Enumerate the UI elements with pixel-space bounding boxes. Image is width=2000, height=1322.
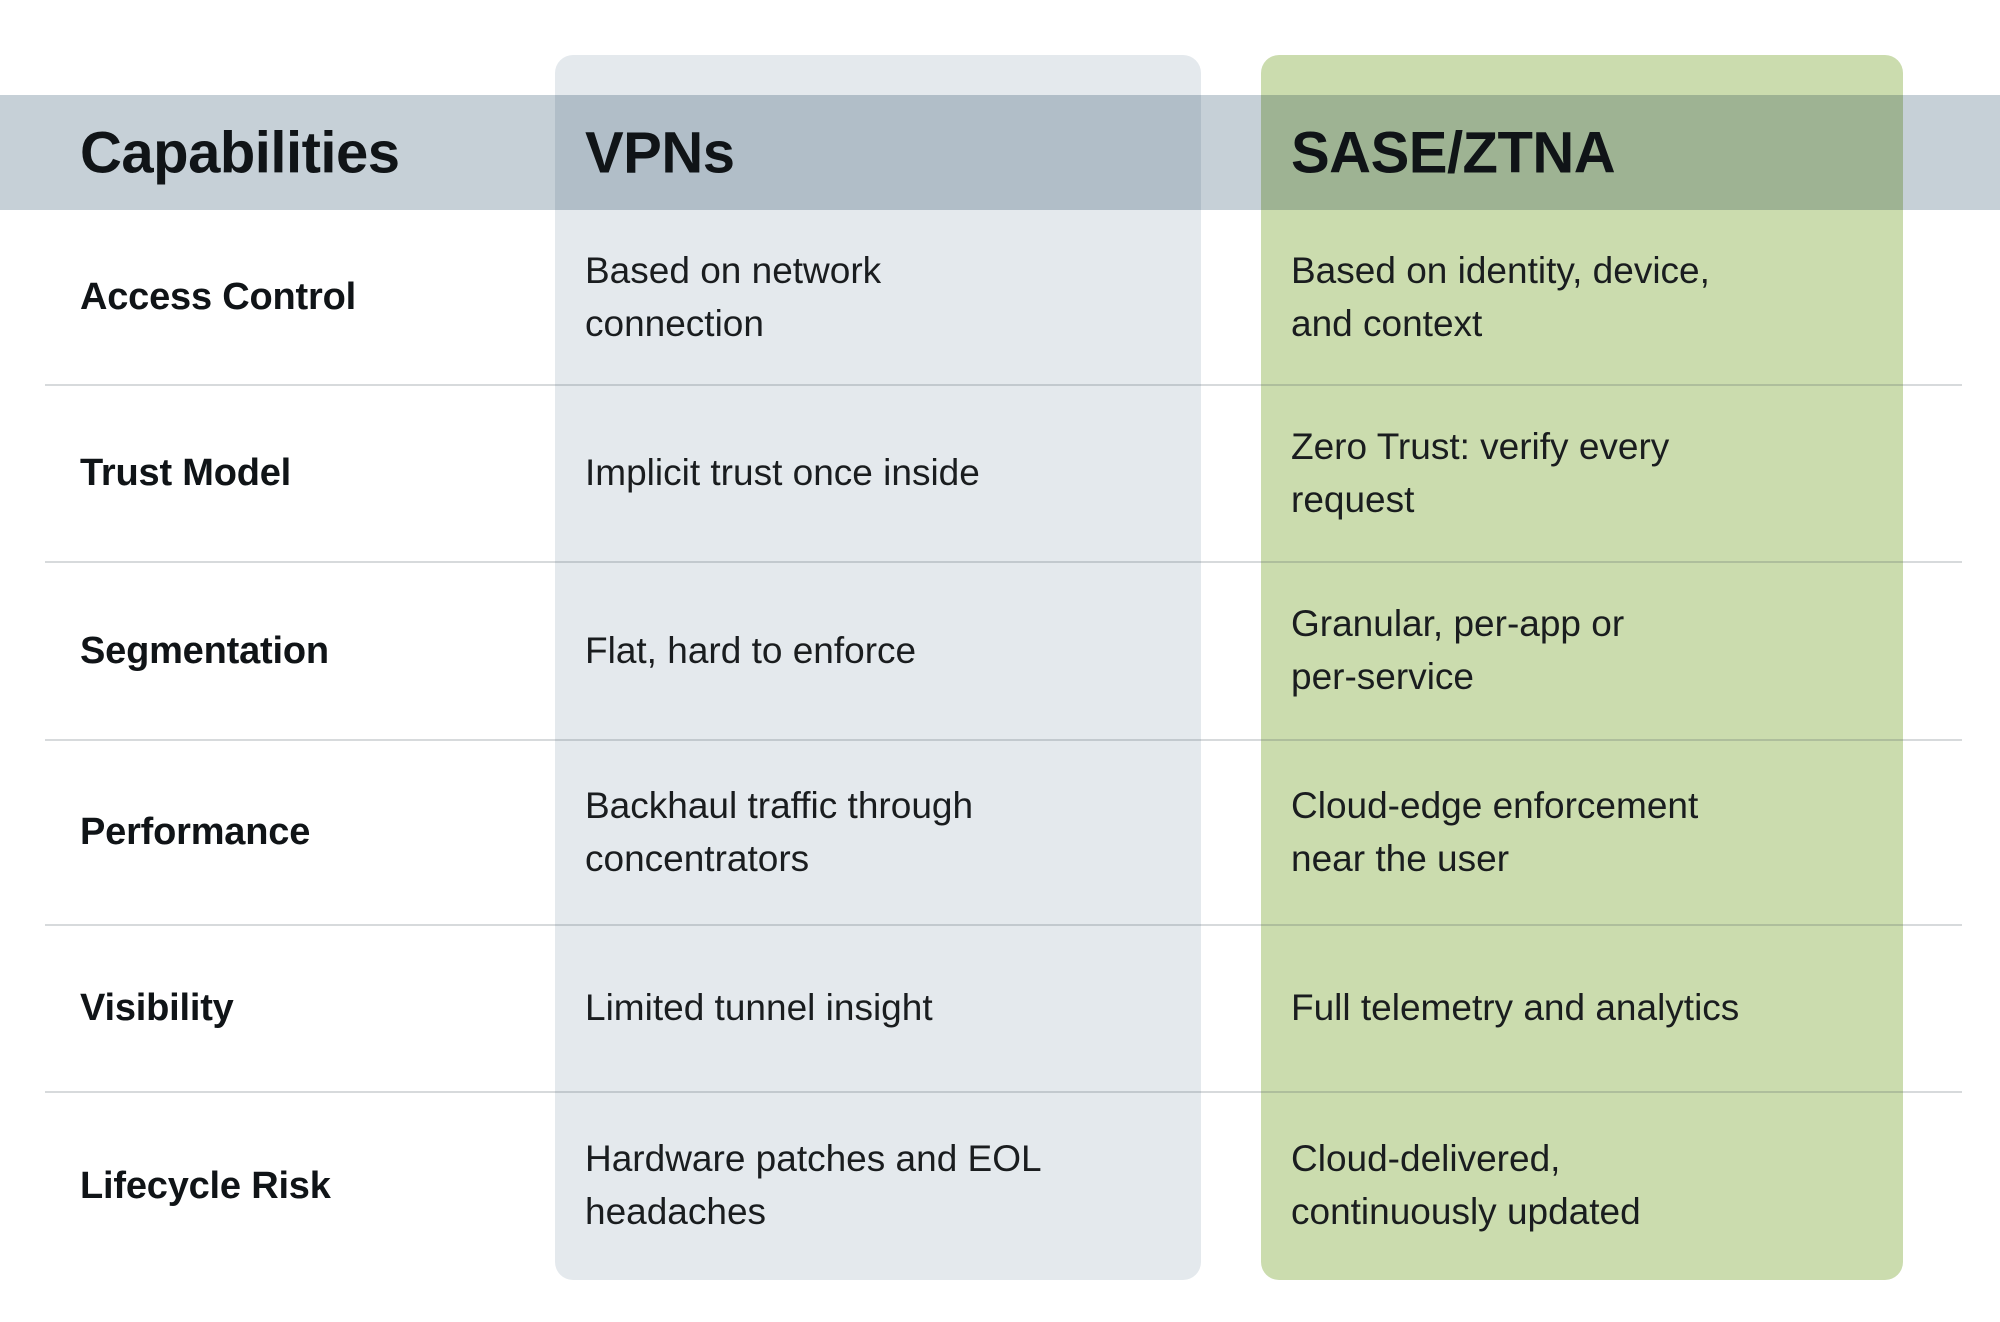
sase-cell: Based on identity, device, and context [1291,249,1710,344]
sase-cell: Cloud-delivered, continuously updated [1291,1138,1641,1232]
vpn-cell: Based on network connection [585,249,882,344]
sase-column-background [1261,55,1903,1280]
header-row: Capabilities VPNs SASE/ZTNA [0,95,2000,210]
vpn-cell: Hardware patches and EOL headaches [585,1138,1042,1232]
vpn-cell: Limited tunnel insight [585,987,933,1029]
row-label: Lifecycle Risk [80,1164,331,1207]
row-separator [45,384,1962,386]
row-separator [45,561,1962,563]
row-separator [45,924,1962,926]
table-row: Access Control Based on network connecti… [0,210,2000,385]
vpn-cell: Implicit trust once inside [585,452,980,494]
column-header-vpns: VPNs [585,120,735,185]
row-label: Trust Model [80,452,292,494]
column-header-sase-ztna: SASE/ZTNA [1291,120,1616,185]
row-separator [45,739,1962,741]
table-row: Trust Model Implicit trust once inside Z… [0,384,2000,562]
sase-cell: Cloud-edge enforcement near the user [1291,784,1699,879]
table-row: Visibility Limited tunnel insight Full t… [0,924,2000,1092]
vpn-column-background [555,55,1201,1280]
row-label: Segmentation [80,629,329,672]
row-label: Visibility [80,987,234,1029]
row-label: Performance [80,811,311,853]
sase-cell: Full telemetry and analytics [1291,987,1740,1029]
column-header-capabilities: Capabilities [80,120,400,185]
table-body: Access Control Based on network connecti… [0,210,2000,1280]
table-row: Segmentation Flat, hard to enforce Granu… [0,561,2000,740]
sase-cell: Zero Trust: verify every request [1291,425,1670,520]
row-label: Access Control [80,276,356,318]
sase-cell: Granular, per-app or per-service [1291,603,1625,697]
vpn-cell: Flat, hard to enforce [585,629,917,671]
row-separator [45,1091,1962,1093]
table-row: Lifecycle Risk Hardware patches and EOL … [0,1091,2000,1280]
header-band [0,95,2000,210]
vpn-cell: Backhaul traffic through concentrators [585,784,974,879]
table-row: Performance Backhaul traffic through con… [0,739,2000,925]
